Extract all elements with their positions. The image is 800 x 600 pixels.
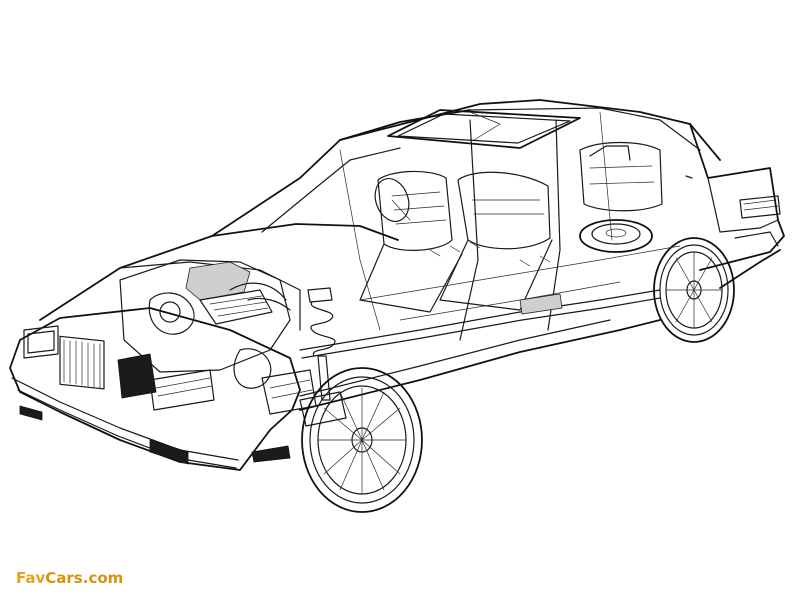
- front-wheel: [301, 367, 423, 513]
- spare-tire: [579, 219, 653, 253]
- front-seats: [359, 170, 553, 313]
- watermark-fav: Fav: [16, 569, 46, 587]
- favcars-watermark: FavCars.com: [16, 569, 123, 587]
- door-frames: [339, 111, 613, 341]
- rear-tail: [685, 175, 781, 219]
- rear-wheel: [653, 237, 735, 343]
- engine-bay: [117, 259, 317, 415]
- sunroof: [387, 109, 581, 149]
- interior-floor: [359, 241, 681, 321]
- watermark-com: .com: [82, 569, 124, 587]
- exhaust-system: [299, 289, 661, 359]
- car-body-outline: [9, 99, 785, 471]
- watermark-cars: Cars: [45, 569, 83, 587]
- rear-seat: [579, 141, 663, 212]
- steering-wheel: [374, 178, 411, 222]
